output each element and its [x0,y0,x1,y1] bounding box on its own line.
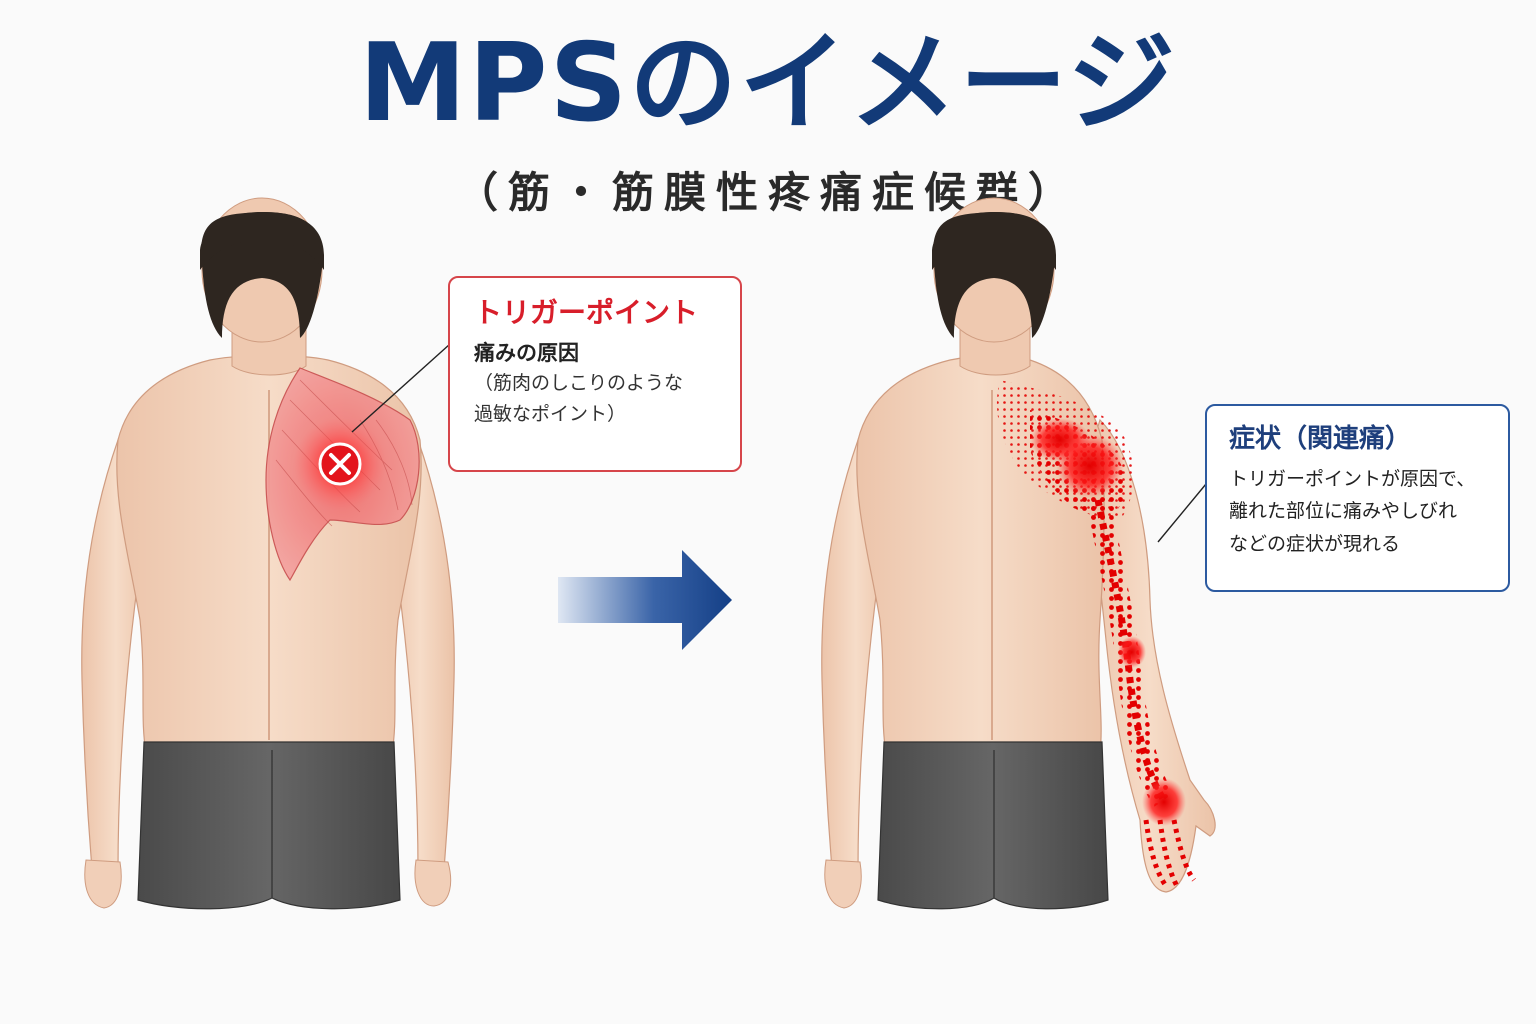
page-title: MPSのイメージ [358,21,1178,146]
leader-line-right [1157,483,1207,543]
right-arrow-icon [558,550,732,650]
symptom-body-line-1: トリガーポイントが原因で、 [1229,468,1476,491]
symptom-body-line-2: 離れた部位に痛みやしびれ [1229,500,1458,523]
left-figure [81,197,455,910]
trigger-point-callout: トリガーポイント 痛みの原因 （筋肉のしこりのような 過敏なポイント） [448,276,742,472]
symptom-callout: 症状（関連痛） トリガーポイントが原因で、 離れた部位に痛みやしびれ などの症状… [1205,404,1510,592]
trigger-point-subheading: 痛みの原因 [474,340,579,365]
leader-line-left [351,343,451,433]
symptom-body-line-3: などの症状が現れる [1229,532,1401,555]
symptom-heading: 症状（関連痛） [1229,424,1412,454]
trigger-point-body-line-2: 過敏なポイント） [474,403,627,426]
trigger-point-body-line-1: （筋肉のしこりのような [474,372,684,395]
referred-pain-pattern [996,380,1197,890]
right-figure [821,197,1216,910]
x-mark-icon [318,442,362,486]
trigger-point-heading: トリガーポイント [474,296,699,329]
